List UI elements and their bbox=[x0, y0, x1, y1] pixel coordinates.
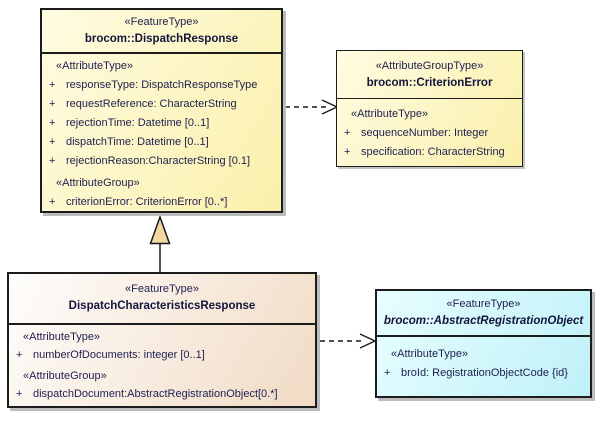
attribute-row: + specification: CharacterString bbox=[337, 143, 522, 162]
class-stereotype: «FeatureType» bbox=[124, 16, 199, 28]
attribute-text: broId: RegistrationObjectCode {id} bbox=[401, 367, 568, 379]
attribute-row: + broId: RegistrationObjectCode {id} bbox=[377, 364, 590, 383]
class-stereotype: «FeatureType» bbox=[446, 298, 521, 310]
attribute-row: + criterionError: CriterionError [0..*] bbox=[42, 193, 281, 212]
dependency-arrow-criterion-error[interactable] bbox=[285, 99, 339, 115]
attribute-row: + rejectionTime: Datetime [0..1] bbox=[42, 114, 281, 133]
visibility-marker: + bbox=[344, 146, 351, 158]
attribute-row: + requestReference: CharacterString bbox=[42, 95, 281, 114]
visibility-marker: + bbox=[16, 349, 23, 361]
attribute-section-header: «AttributeType» bbox=[351, 108, 429, 120]
class-box-dispatch-characteristics-response[interactable]: «FeatureType» DispatchCharacteristicsRes… bbox=[7, 272, 317, 408]
attribute-section-header: «AttributeType» bbox=[56, 60, 134, 72]
class-attributes: «AttributeType» + numberOfDocuments: int… bbox=[9, 325, 315, 403]
class-box-abstract-registration-object[interactable]: «FeatureType» brocom::AbstractRegistrati… bbox=[375, 289, 592, 398]
attribute-section-header: «AttributeGroup» bbox=[56, 177, 140, 189]
class-header: «FeatureType» DispatchCharacteristicsRes… bbox=[9, 274, 315, 325]
class-attributes: «AttributeType» + broId: RegistrationObj… bbox=[377, 337, 590, 383]
class-box-criterion-error[interactable]: «AttributeGroupType» brocom::CriterionEr… bbox=[336, 50, 523, 167]
attribute-row: + responseType: DispatchResponseType bbox=[42, 76, 281, 95]
visibility-marker: + bbox=[49, 79, 56, 91]
visibility-marker: + bbox=[344, 127, 351, 139]
class-attributes: «AttributeType» + responseType: Dispatch… bbox=[42, 54, 281, 212]
visibility-marker: + bbox=[49, 98, 56, 110]
attribute-row: + dispatchTime: Datetime [0..1] bbox=[42, 133, 281, 152]
dependency-arrow-abstract-registration-object[interactable] bbox=[320, 333, 377, 349]
class-header: «FeatureType» brocom::AbstractRegistrati… bbox=[377, 291, 590, 337]
visibility-marker: + bbox=[49, 155, 56, 167]
class-title: DispatchCharacteristicsResponse bbox=[68, 300, 256, 312]
class-header: «FeatureType» brocom::DispatchResponse bbox=[42, 10, 281, 54]
attribute-text: sequenceNumber: Integer bbox=[361, 127, 489, 139]
attribute-text: numberOfDocuments: integer [0..1] bbox=[33, 349, 205, 361]
class-header: «AttributeGroupType» brocom::CriterionEr… bbox=[337, 51, 522, 99]
attribute-row: + rejectionReason:CharacterString [0.1] bbox=[42, 152, 281, 171]
attribute-text: rejectionReason:CharacterString [0.1] bbox=[66, 155, 251, 167]
attribute-text: criterionError: CriterionError [0..*] bbox=[66, 196, 228, 208]
visibility-marker: + bbox=[384, 367, 391, 379]
attribute-text: dispatchDocument:AbstractRegistrationObj… bbox=[33, 388, 278, 400]
attribute-section-header: «AttributeType» bbox=[23, 331, 101, 343]
attribute-text: dispatchTime: Datetime [0..1] bbox=[66, 136, 209, 148]
class-title: brocom::CriterionError bbox=[366, 77, 493, 89]
class-title: brocom::DispatchResponse bbox=[84, 33, 239, 45]
class-title: brocom::AbstractRegistrationObject bbox=[383, 315, 584, 327]
class-stereotype: «AttributeGroupType» bbox=[375, 60, 484, 72]
attribute-text: requestReference: CharacterString bbox=[66, 98, 237, 110]
attribute-section-header: «AttributeGroup» bbox=[23, 370, 107, 382]
class-box-dispatch-response[interactable]: «FeatureType» brocom::DispatchResponse «… bbox=[40, 8, 283, 213]
class-attributes: «AttributeType» + sequenceNumber: Intege… bbox=[337, 99, 522, 162]
attribute-section-header: «AttributeType» bbox=[391, 348, 469, 360]
attribute-row: + sequenceNumber: Integer bbox=[337, 124, 522, 143]
attribute-row: + numberOfDocuments: integer [0..1] bbox=[9, 346, 315, 364]
attribute-row: + dispatchDocument:AbstractRegistrationO… bbox=[9, 385, 315, 403]
attribute-text: specification: CharacterString bbox=[361, 146, 505, 158]
visibility-marker: + bbox=[49, 196, 56, 208]
visibility-marker: + bbox=[16, 388, 23, 400]
class-stereotype: «FeatureType» bbox=[125, 283, 199, 295]
visibility-marker: + bbox=[49, 136, 56, 148]
attribute-text: rejectionTime: Datetime [0..1] bbox=[66, 117, 210, 129]
generalization-arrow[interactable] bbox=[149, 214, 171, 272]
visibility-marker: + bbox=[49, 117, 56, 129]
attribute-text: responseType: DispatchResponseType bbox=[66, 79, 258, 91]
